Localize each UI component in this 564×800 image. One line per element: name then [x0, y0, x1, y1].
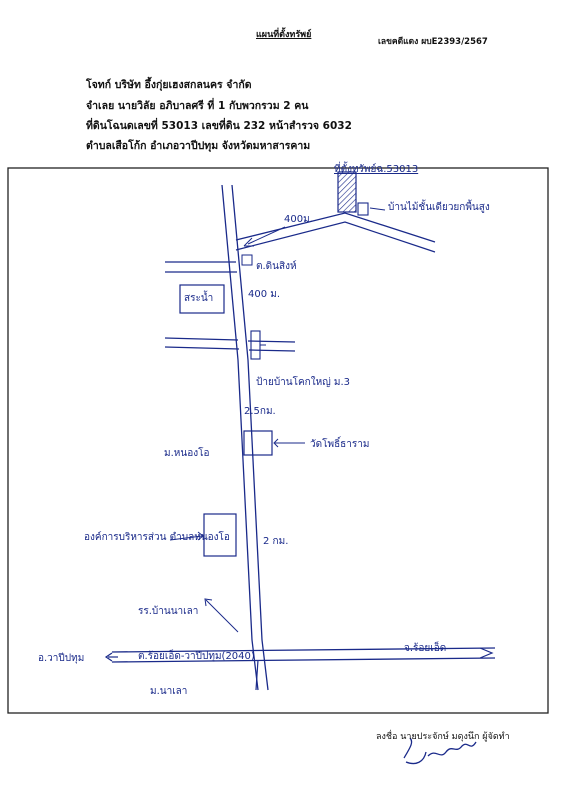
case-number: เลขคดีแดง ผบE2393/2567	[378, 37, 488, 47]
highway-name-label: ต.ร้อยเอ็ด-วาปีปทุม(2040)	[138, 648, 255, 662]
arrow-400-head	[243, 237, 254, 247]
property-road-top	[235, 212, 436, 243]
plaintiff-line: โจทก์ บริษัท อึ้งกุ่ยเฮงสกลนคร จำกัด	[86, 79, 252, 91]
signature-mark	[403, 737, 477, 765]
tambon-sign-label: ต.ดินสิงห์	[256, 260, 297, 272]
arrow-east-head	[479, 647, 494, 659]
signature-line: ลงชื่อ นายประจักษ์ มดุงนึก ผู้จัดทำ	[376, 732, 510, 742]
arrow-400-line	[247, 226, 286, 245]
to-roi-et-label: จ.ร้อยเอ็ด	[404, 640, 446, 654]
sao-pointer-head	[197, 531, 204, 541]
distance-2-5km: 2.5กม.	[244, 406, 276, 417]
village-na-lao-label: ม.นาเลา	[150, 686, 187, 697]
distance-400m-top: 400ม.	[284, 214, 313, 225]
property-road-bottom	[235, 221, 436, 253]
property-label: ที่ตั้งทรัพย์ฉ.53013	[334, 161, 418, 175]
sao-office-plot	[203, 513, 237, 557]
house-pointer	[369, 207, 386, 211]
village-nong-o-label: ม.หนองโอ	[164, 446, 209, 459]
tambon-sign-post	[241, 254, 253, 266]
house-label: บ้านไม้ชั้นเดียวยกพื้นสูง	[388, 199, 490, 213]
land-deed-line: ที่ดินโฉนดเลขที่ 53013 เลขที่ดิน 232 หน้…	[86, 120, 352, 132]
sao-label: องค์การบริหารส่วน ตำบลหนองโอ	[84, 530, 230, 543]
arrow-west-head	[104, 652, 113, 662]
main-road-right-edge	[231, 184, 269, 691]
school-label: รร.บ้านนาเลา	[138, 605, 198, 617]
main-road-left-edge	[221, 184, 259, 691]
temple-pointer-head	[273, 438, 279, 448]
school-pointer	[205, 599, 239, 633]
pond-label: สระน้ำ	[184, 290, 213, 304]
cross-road-bottom	[164, 346, 296, 352]
location-line: ตำบลเสือโก้ก อำเภอวาปีปทุม จังหวัดมหาสาร…	[86, 140, 311, 152]
highway-south-spur	[255, 659, 259, 691]
property-parcel	[337, 171, 357, 213]
temple-label: วัดโพธิ์ธาราม	[310, 436, 369, 450]
distance-2km: 2 กม.	[263, 536, 288, 547]
defendant-line: จำเลย นายวิลัย อภิบาลศรี ที่ 1 กับพวกรวม…	[86, 100, 309, 112]
distance-400m-mid: 400 ม.	[248, 289, 280, 300]
map-frame	[7, 167, 549, 714]
to-wapi-pathum-label: อ.วาปีปทุม	[38, 652, 84, 664]
highway-bottom	[111, 657, 496, 663]
highway-top	[111, 647, 496, 653]
pond-area	[179, 284, 225, 314]
cross-road-top	[164, 337, 296, 343]
sao-pointer	[169, 535, 203, 541]
temple-plot	[243, 430, 273, 456]
house-symbol	[357, 202, 369, 216]
page-title: แผนที่ตั้งทรัพย์	[256, 30, 312, 40]
sao-label-text: องค์การบริหารส่วน ตำบลหนองโอ	[84, 530, 230, 543]
village-sign-label: ป้ายบ้านโคกใหญ่ ม.3	[256, 375, 350, 388]
school-pointer-head	[204, 598, 213, 607]
village-sign-post	[250, 330, 261, 360]
